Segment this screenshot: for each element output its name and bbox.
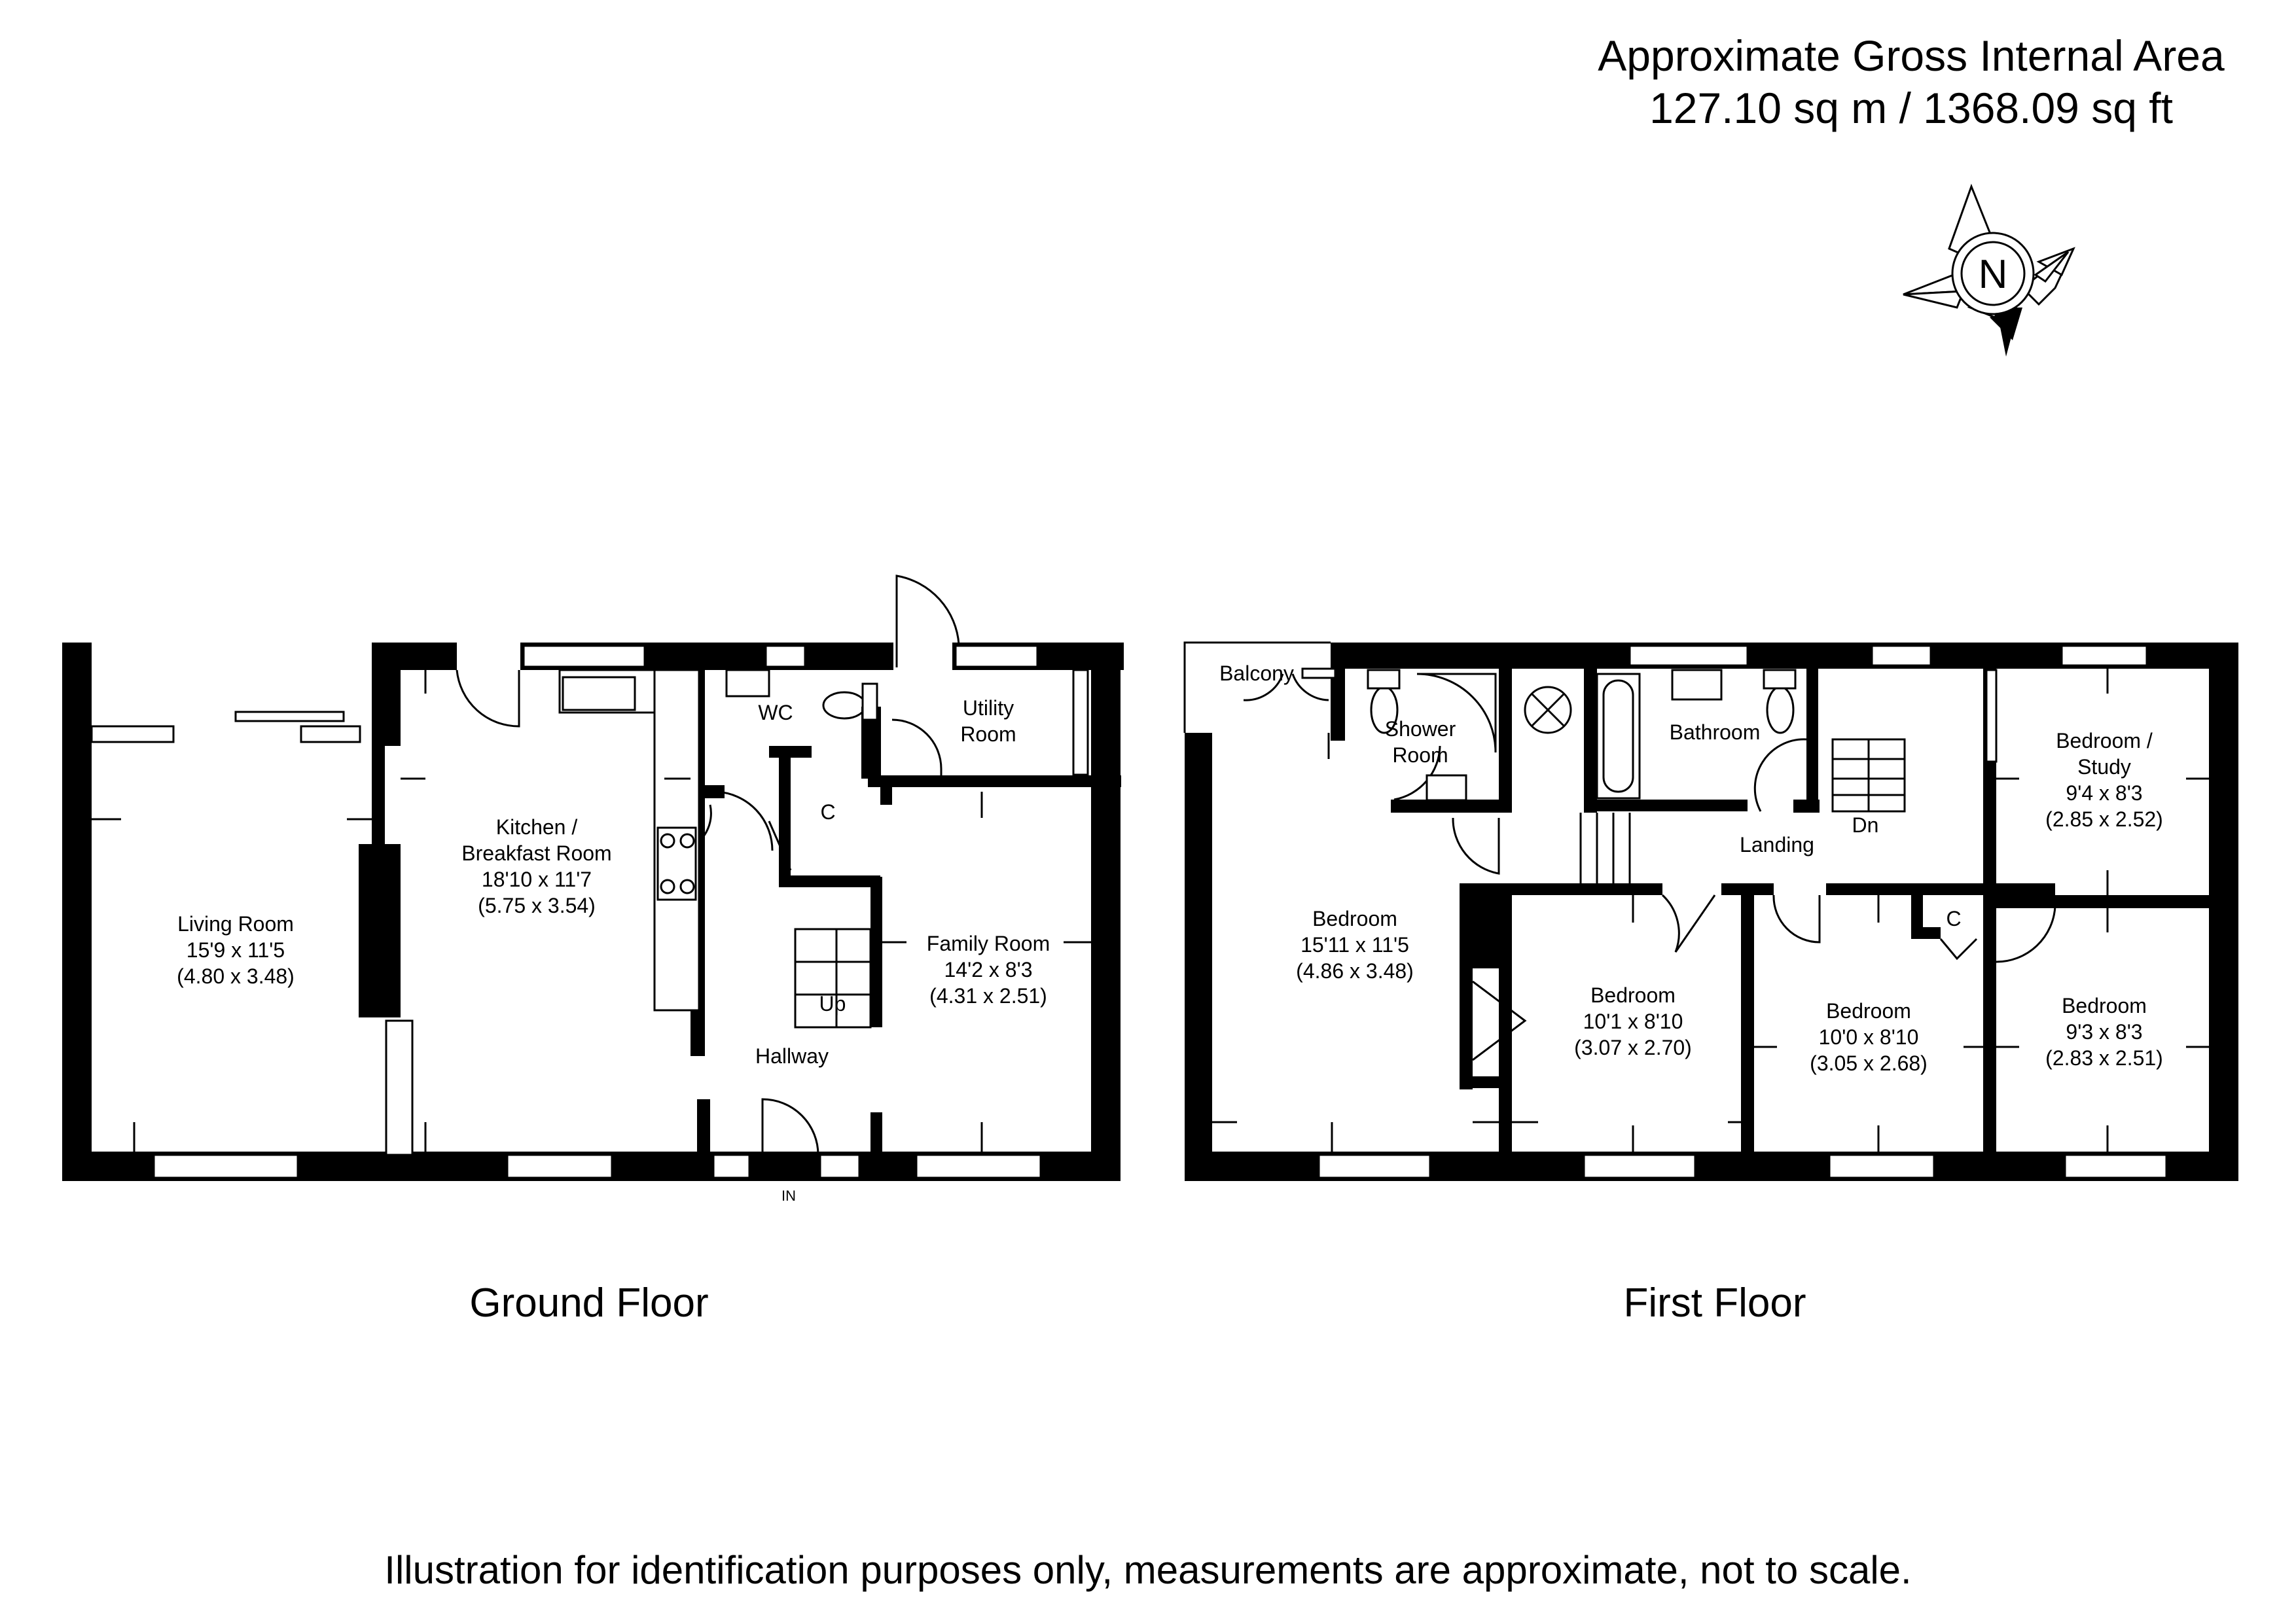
svg-text:Bedroom: Bedroom — [2062, 994, 2147, 1017]
first-stairs-down-label: Dn — [1852, 813, 1879, 837]
svg-text:(5.75 x 3.54): (5.75 x 3.54) — [478, 894, 596, 917]
compass-north-label: N — [1979, 252, 2008, 297]
svg-text:15'11 x 11'5: 15'11 x 11'5 — [1300, 933, 1409, 957]
first-bedroom-2-label: Bedroom 10'1 x 8'10 (3.07 x 2.70) — [1574, 983, 1692, 1059]
ground-wc-label: WC — [758, 701, 793, 724]
ground-floor-plan: Living Room 15'9 x 11'5 (4.80 x 3.48) Ki… — [62, 574, 1124, 1204]
first-study-label: Bedroom / Study 9'4 x 8'3 (2.85 x 2.52) — [2045, 729, 2163, 831]
first-bedroom-4-label: Bedroom 9'3 x 8'3 (2.83 x 2.51) — [2045, 994, 2163, 1070]
svg-text:Room: Room — [1392, 743, 1448, 767]
ground-floor-title: Ground Floor — [469, 1280, 708, 1326]
first-bedroom-3-label: Bedroom 10'0 x 8'10 (3.05 x 2.68) — [1810, 999, 1928, 1075]
ground-stairs-up-label: Up — [819, 992, 846, 1015]
area-value: 127.10 sq m / 1368.09 sq ft — [1649, 84, 2173, 132]
svg-text:Breakfast Room: Breakfast Room — [461, 841, 611, 865]
svg-text:Bedroom /: Bedroom / — [2056, 729, 2153, 752]
first-landing-label: Landing — [1740, 833, 1814, 856]
svg-text:Family Room: Family Room — [927, 932, 1050, 955]
ground-cupboard-label: C — [820, 800, 835, 824]
disclaimer: Illustration for identification purposes… — [384, 1548, 1911, 1592]
svg-text:Bedroom: Bedroom — [1312, 907, 1397, 930]
ground-living-room-label: Living Room 15'9 x 11'5 (4.80 x 3.48) — [177, 912, 295, 988]
svg-text:(3.05 x 2.68): (3.05 x 2.68) — [1810, 1051, 1928, 1075]
ground-utility-label: Utility Room — [960, 696, 1016, 746]
first-floor-title: First Floor — [1624, 1280, 1806, 1326]
area-title: Approximate Gross Internal Area — [1598, 31, 2225, 80]
svg-text:Bedroom: Bedroom — [1590, 983, 1676, 1007]
first-floor-plan: Balcony Shower Room Bathroom Bedroom 15'… — [1183, 641, 2238, 1181]
svg-text:14'2 x 8'3: 14'2 x 8'3 — [944, 958, 1033, 981]
first-shower-room-label: Shower Room — [1385, 717, 1456, 767]
svg-text:(4.80 x 3.48): (4.80 x 3.48) — [177, 964, 295, 988]
first-cupboard-label: C — [1946, 907, 1961, 930]
first-bedroom-1-label: Bedroom 15'11 x 11'5 (4.86 x 3.48) — [1296, 907, 1414, 983]
svg-text:Shower: Shower — [1385, 717, 1456, 741]
svg-text:Kitchen /: Kitchen / — [496, 815, 578, 839]
svg-text:(3.07 x 2.70): (3.07 x 2.70) — [1574, 1036, 1692, 1059]
first-balcony-label: Balcony — [1219, 662, 1294, 685]
svg-text:Living Room: Living Room — [177, 912, 294, 936]
compass-icon: N — [1903, 183, 2075, 357]
first-bathroom-label: Bathroom — [1670, 720, 1761, 744]
svg-text:(4.31 x 2.51): (4.31 x 2.51) — [929, 984, 1047, 1008]
svg-text:Room: Room — [960, 722, 1016, 746]
ground-kitchen-label: Kitchen / Breakfast Room 18'10 x 11'7 (5… — [461, 815, 611, 917]
svg-text:Utility: Utility — [963, 696, 1014, 720]
svg-text:9'4 x 8'3: 9'4 x 8'3 — [2066, 781, 2142, 805]
svg-text:9'3 x 8'3: 9'3 x 8'3 — [2066, 1020, 2142, 1044]
entrance-label: IN — [781, 1188, 796, 1204]
svg-text:10'0 x 8'10: 10'0 x 8'10 — [1819, 1025, 1919, 1049]
svg-text:Bedroom: Bedroom — [1826, 999, 1911, 1023]
ground-family-room-label: Family Room 14'2 x 8'3 (4.31 x 2.51) — [927, 932, 1050, 1008]
svg-text:18'10 x 11'7: 18'10 x 11'7 — [482, 868, 592, 891]
svg-text:10'1 x 8'10: 10'1 x 8'10 — [1583, 1010, 1683, 1033]
svg-text:(2.83 x 2.51): (2.83 x 2.51) — [2045, 1046, 2163, 1070]
svg-text:15'9 x 11'5: 15'9 x 11'5 — [187, 938, 285, 962]
svg-text:(2.85 x 2.52): (2.85 x 2.52) — [2045, 807, 2163, 831]
ground-hallway-label: Hallway — [755, 1044, 829, 1068]
svg-text:Study: Study — [2077, 755, 2131, 779]
svg-text:(4.86 x 3.48): (4.86 x 3.48) — [1296, 959, 1414, 983]
